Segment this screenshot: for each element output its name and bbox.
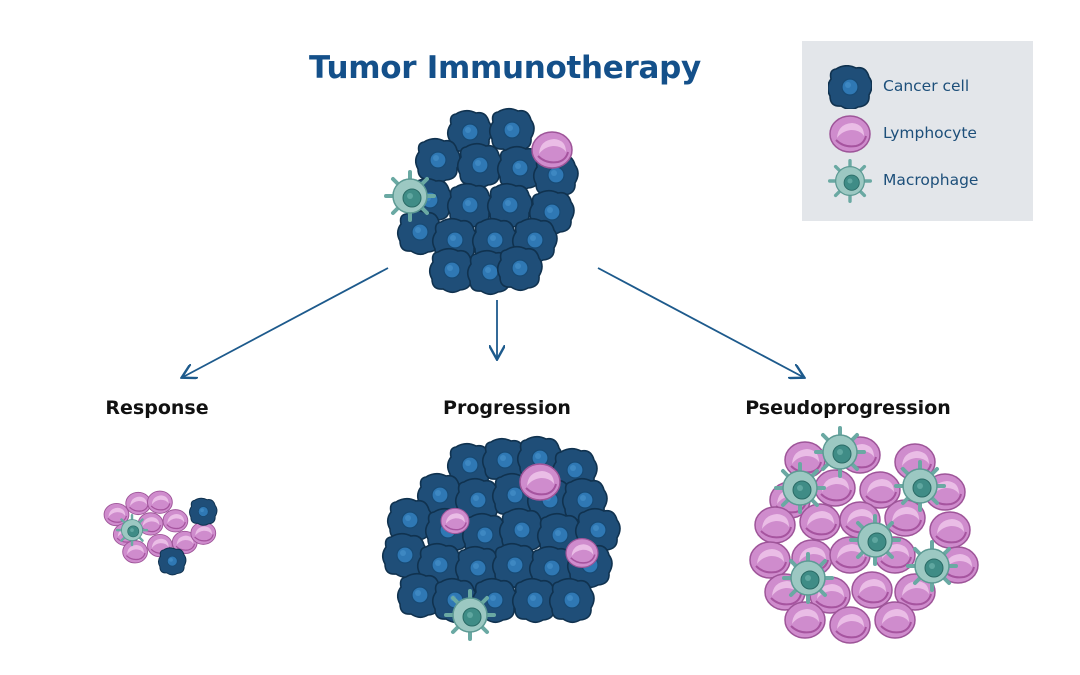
legend-label: Macrophage: [883, 171, 979, 189]
arrow-to-response: [183, 267, 389, 377]
pseudoprogression-cluster: [749, 426, 979, 644]
legend-label: Cancer cell: [883, 77, 970, 95]
outcome-label-progression: Progression: [443, 397, 571, 419]
arrow-to-pseudoprogression: [597, 267, 803, 377]
outcome-label-pseudoprogression: Pseudoprogression: [745, 397, 951, 419]
page-title: Tumor Immunotherapy: [309, 50, 701, 86]
legend-item-macrophage: Macrophage: [802, 159, 1033, 203]
lymphocyte-icon: [829, 115, 871, 153]
initial-tumor-cluster: [384, 107, 579, 296]
macrophage-icon: [828, 159, 872, 203]
progression-cluster: [381, 435, 621, 641]
legend-label: Lymphocyte: [883, 124, 977, 142]
legend-item-lymphocyte: Lymphocyte: [802, 112, 1033, 156]
legend: Cancer cell Lymphocyte Macrophage: [802, 41, 1033, 221]
outcome-label-response: Response: [105, 397, 209, 419]
legend-item-cancer-cell: Cancer cell: [802, 65, 1033, 109]
response-cluster: [103, 490, 218, 576]
cancer-cell-icon: [828, 65, 872, 109]
